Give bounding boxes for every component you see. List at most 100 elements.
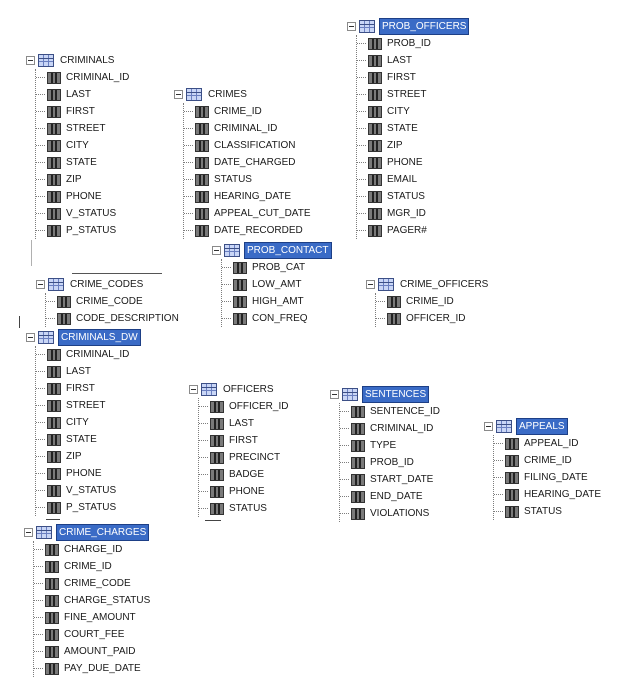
column-node[interactable]: LAST (356, 52, 469, 69)
column-node[interactable]: CRIMINAL_ID (339, 420, 440, 437)
column-node[interactable]: STATE (35, 154, 129, 171)
column-node[interactable]: HIGH_AMT (222, 293, 332, 310)
column-node[interactable]: APPEAL_CUT_DATE (184, 205, 311, 222)
column-node[interactable]: STATUS (356, 188, 469, 205)
column-node[interactable]: LAST (198, 415, 288, 432)
collapse-toggle-icon[interactable] (366, 280, 375, 289)
column-node[interactable]: PAY_DUE_DATE (33, 660, 150, 677)
table-node-crime-charges[interactable]: CRIME_CHARGES (24, 524, 150, 541)
column-node[interactable]: SENTENCE_ID (339, 403, 440, 420)
column-node[interactable]: CON_FREQ (222, 310, 332, 327)
collapse-toggle-icon[interactable] (36, 280, 45, 289)
column-node[interactable]: OFFICER_ID (198, 398, 288, 415)
column-node[interactable]: CRIME_ID (33, 558, 150, 575)
column-node[interactable]: FINE_AMOUNT (33, 609, 150, 626)
column-node[interactable]: FILING_DATE (493, 469, 601, 486)
column-node[interactable]: CITY (36, 414, 141, 431)
table-name[interactable]: PROB_CONTACT (244, 242, 332, 259)
column-node[interactable]: EMAIL (356, 171, 469, 188)
column-node[interactable]: DATE_RECORDED (184, 222, 311, 239)
table-node-appeals[interactable]: APPEALS (484, 418, 601, 435)
column-node[interactable]: STATUS (184, 171, 311, 188)
table-node-sentences[interactable]: SENTENCES (330, 386, 440, 403)
column-node[interactable]: START_DATE (339, 471, 440, 488)
table-name[interactable]: CRIME_CODES (70, 279, 144, 290)
column-node[interactable]: PHONE (356, 154, 469, 171)
column-node[interactable]: P_STATUS (35, 222, 129, 239)
column-node[interactable]: LAST (35, 86, 129, 103)
column-node[interactable]: PHONE (35, 188, 129, 205)
column-node[interactable]: COURT_FEE (33, 626, 150, 643)
table-name[interactable]: APPEALS (516, 418, 568, 435)
column-node[interactable]: BADGE (198, 466, 288, 483)
column-node[interactable]: LOW_AMT (222, 276, 332, 293)
column-node[interactable]: CRIME_ID (493, 452, 601, 469)
column-node[interactable]: VIOLATIONS (339, 505, 440, 522)
column-node[interactable]: CRIME_CODE (46, 293, 179, 310)
column-node[interactable]: ZIP (36, 448, 141, 465)
column-node[interactable]: CITY (356, 103, 469, 120)
column-node[interactable]: FIRST (35, 103, 129, 120)
column-node[interactable]: CLASSIFICATION (184, 137, 311, 154)
column-node[interactable]: CRIMINAL_ID (36, 346, 141, 363)
table-name[interactable]: PROB_OFFICERS (379, 18, 470, 35)
table-node-criminals[interactable]: CRIMINALS (26, 52, 129, 69)
column-node[interactable]: HEARING_DATE (493, 486, 601, 503)
column-node[interactable]: CITY (35, 137, 129, 154)
column-node[interactable]: CRIME_ID (375, 293, 490, 310)
column-node[interactable]: PROB_ID (339, 454, 440, 471)
column-node[interactable]: V_STATUS (35, 205, 129, 222)
column-node[interactable]: PROB_CAT (222, 259, 332, 276)
column-node[interactable]: PRECINCT (198, 449, 288, 466)
column-node[interactable]: STREET (35, 120, 129, 137)
table-name[interactable]: CRIMINALS_DW (58, 329, 141, 346)
column-node[interactable]: END_DATE (339, 488, 440, 505)
collapse-toggle-icon[interactable] (347, 22, 356, 31)
collapse-toggle-icon[interactable] (212, 246, 221, 255)
collapse-toggle-icon[interactable] (26, 56, 35, 65)
column-node[interactable]: ZIP (35, 171, 129, 188)
column-node[interactable]: PAGER# (356, 222, 469, 239)
table-node-crimes[interactable]: CRIMES (174, 86, 311, 103)
collapse-toggle-icon[interactable] (174, 90, 183, 99)
table-node-officers[interactable]: OFFICERS (189, 381, 288, 398)
column-node[interactable]: P_STATUS (36, 499, 141, 516)
table-node-crime-codes[interactable]: CRIME_CODES (36, 276, 179, 293)
column-node[interactable]: CODE_DESCRIPTION (46, 310, 179, 327)
table-node-prob-officers[interactable]: PROB_OFFICERS (347, 18, 470, 35)
collapse-toggle-icon[interactable] (26, 333, 35, 342)
table-name[interactable]: CRIMES (208, 89, 247, 100)
table-node-crime-officers[interactable]: CRIME_OFFICERS (366, 276, 490, 293)
table-name[interactable]: CRIME_OFFICERS (400, 279, 489, 290)
column-node[interactable]: AMOUNT_PAID (33, 643, 150, 660)
column-node[interactable]: CRIMINAL_ID (184, 120, 311, 137)
column-node[interactable]: FIRST (198, 432, 288, 449)
column-node[interactable]: CHARGE_STATUS (33, 592, 150, 609)
column-node[interactable]: APPEAL_ID (493, 435, 601, 452)
column-node[interactable]: PROB_ID (356, 35, 469, 52)
column-node[interactable]: HEARING_DATE (184, 188, 311, 205)
table-node-criminals-dw[interactable]: CRIMINALS_DW (26, 329, 141, 346)
collapse-toggle-icon[interactable] (24, 528, 33, 537)
column-node[interactable]: STREET (356, 86, 469, 103)
column-node[interactable]: CRIMINAL_ID (35, 69, 129, 86)
column-node[interactable]: STATUS (198, 500, 288, 517)
collapse-toggle-icon[interactable] (330, 390, 339, 399)
column-node[interactable]: OFFICER_ID (375, 310, 490, 327)
collapse-toggle-icon[interactable] (484, 422, 493, 431)
column-node[interactable]: CRIME_ID (184, 103, 311, 120)
column-node[interactable]: STATE (356, 120, 469, 137)
column-node[interactable]: ZIP (356, 137, 469, 154)
column-node[interactable]: MGR_ID (356, 205, 469, 222)
table-name[interactable]: OFFICERS (223, 384, 274, 395)
column-node[interactable]: FIRST (36, 380, 141, 397)
column-node[interactable]: FIRST (356, 69, 469, 86)
collapse-toggle-icon[interactable] (189, 385, 198, 394)
column-node[interactable]: CRIME_CODE (33, 575, 150, 592)
column-node[interactable]: STREET (36, 397, 141, 414)
column-node[interactable]: CHARGE_ID (33, 541, 150, 558)
column-node[interactable]: STATE (36, 431, 141, 448)
table-name[interactable]: CRIME_CHARGES (56, 524, 150, 541)
table-node-prob-contact[interactable]: PROB_CONTACT (212, 242, 332, 259)
column-node[interactable]: DATE_CHARGED (184, 154, 311, 171)
